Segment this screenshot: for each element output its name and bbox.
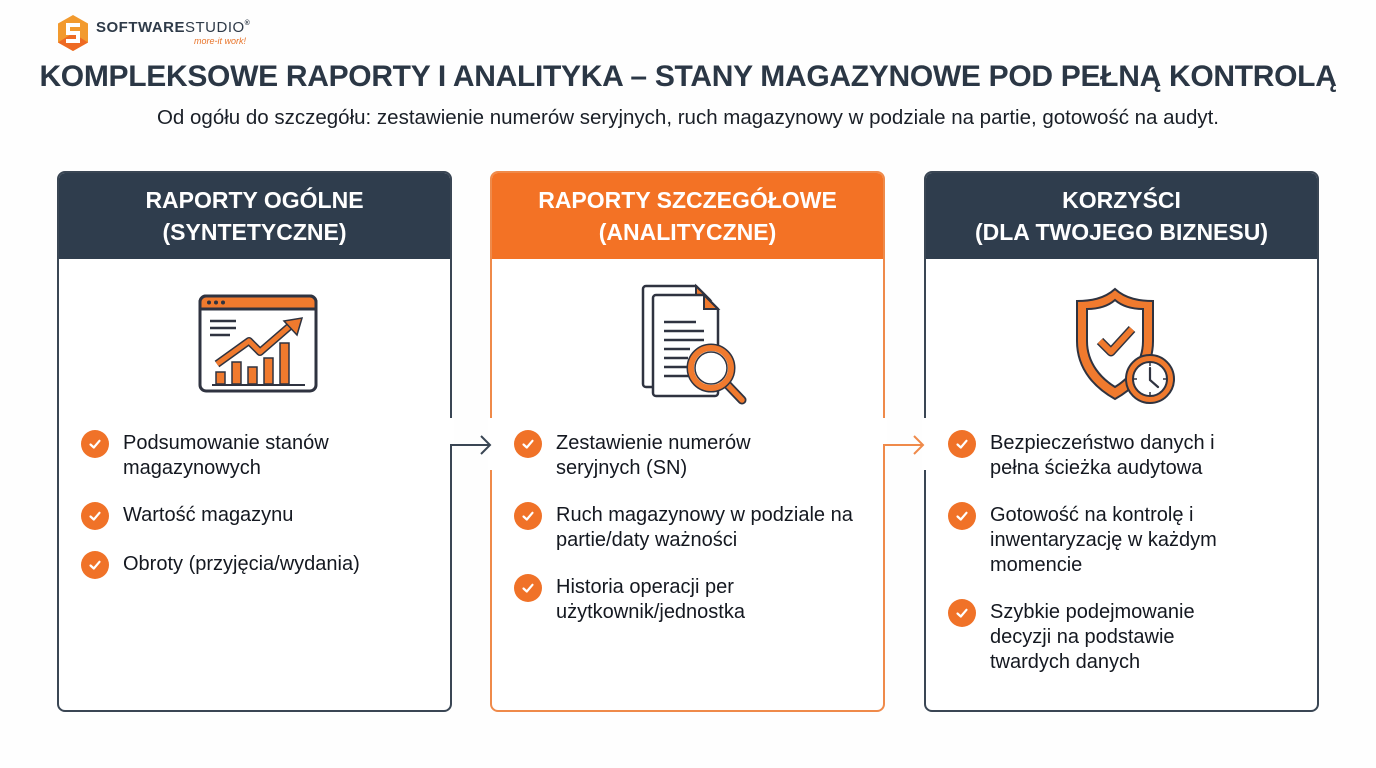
brand-tagline: more-it work!	[194, 36, 247, 46]
list-item: Ruch magazynowy w podziale na partie/dat…	[514, 502, 871, 553]
list-item: Bezpieczeństwo danych i pełna ścieżka au…	[948, 430, 1305, 481]
check-circle-icon	[948, 502, 976, 530]
chart-dashboard-icon	[198, 294, 317, 393]
list-item: Historia operacji per użytkownik/jednost…	[514, 574, 871, 625]
page-subtitle: Od ogółu do szczegółu: zestawienie numer…	[156, 106, 1220, 129]
logo-mark-icon	[58, 15, 88, 51]
list-item: Gotowość na kontrolę i inwentaryzację w …	[948, 502, 1305, 578]
feature-list: Zestawienie numerów seryjnych (SN) Ruch …	[514, 430, 871, 647]
check-circle-icon	[948, 430, 976, 458]
card-header: RAPORTY OGÓLNE (SYNTETYCZNE)	[59, 173, 450, 259]
list-item: Wartość magazynu	[81, 502, 438, 530]
card-detailed-reports: RAPORTY SZCZEGÓŁOWE (ANALITYCZNE) Zestaw…	[490, 171, 885, 712]
card-general-reports: RAPORTY OGÓLNE (SYNTETYCZNE) Podsumowani…	[57, 171, 452, 712]
brand-name-regular: STUDIO	[185, 19, 245, 36]
check-circle-icon	[81, 502, 109, 530]
brand-logo: SOFTWARESTUDIO® more-it work!	[56, 14, 250, 52]
check-circle-icon	[81, 551, 109, 579]
check-circle-icon	[514, 430, 542, 458]
feature-list: Bezpieczeństwo danych i pełna ścieżka au…	[948, 430, 1305, 697]
page-title: KOMPLEKSOWE RAPORTY I ANALITYKA – STANY …	[39, 60, 1337, 93]
check-circle-icon	[514, 574, 542, 602]
border-gap	[488, 418, 494, 470]
list-item: Obroty (przyjęcia/wydania)	[81, 551, 438, 579]
card-header: RAPORTY SZCZEGÓŁOWE (ANALITYCZNE)	[492, 173, 883, 259]
check-circle-icon	[81, 430, 109, 458]
arrow-right-icon	[450, 435, 492, 465]
shield-check-clock-icon	[1075, 287, 1175, 404]
check-circle-icon	[514, 502, 542, 530]
border-gap	[922, 418, 928, 470]
border-gap	[448, 418, 454, 446]
list-item: Szybkie podejmowanie decyzji na podstawi…	[948, 599, 1305, 675]
check-circle-icon	[948, 599, 976, 627]
feature-list: Podsumowanie stanów magazynowych Wartość…	[81, 430, 438, 601]
border-gap	[881, 418, 887, 446]
document-search-icon	[641, 283, 746, 405]
card-benefits: KORZYŚCI (DLA TWOJEGO BIZNESU) Bezpiecze…	[924, 171, 1319, 712]
arrow-right-icon	[883, 435, 925, 465]
card-header: KORZYŚCI (DLA TWOJEGO BIZNESU)	[926, 173, 1317, 259]
brand-name-bold: SOFTWARE	[96, 19, 185, 36]
list-item: Podsumowanie stanów magazynowych	[81, 430, 438, 481]
list-item: Zestawienie numerów seryjnych (SN)	[514, 430, 871, 481]
